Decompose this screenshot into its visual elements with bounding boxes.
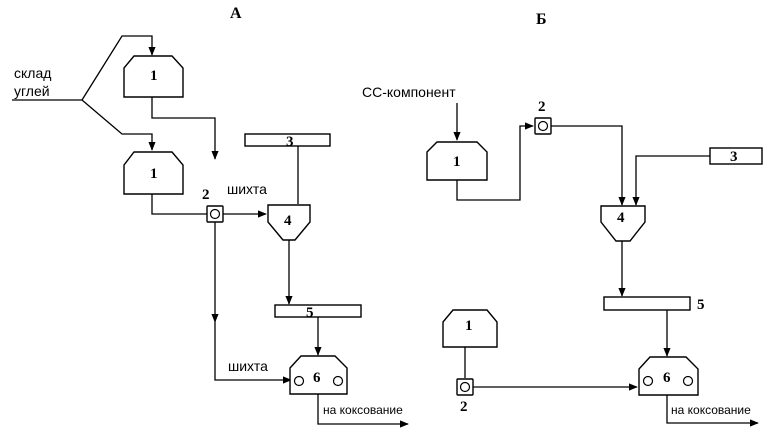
flow-bunker-top-to-mixer [151, 97, 219, 160]
feeder-b: 3 [709, 147, 763, 165]
conveyor-b-number: 5 [697, 297, 705, 313]
mixer-a: 2 [202, 187, 224, 223]
coke-battery-a-number: 6 [313, 370, 321, 386]
bunker-a-bottom-number: 1 [150, 166, 158, 182]
mix-label-upper: шихта [227, 181, 267, 197]
scheme-b: Б СС-компонент 1 2 3 4 [362, 11, 763, 427]
coal-storage-label-line2: углей [14, 83, 50, 99]
flow-battery-a-out [317, 394, 409, 428]
coal-storage-label-line1: склад [14, 65, 51, 81]
flow-bypass-to-battery [214, 322, 292, 384]
coking-output-label-a: на коксование [323, 403, 403, 417]
feeder-b-number: 3 [730, 149, 738, 165]
coke-battery-a: 6 [289, 355, 348, 395]
bunker-b-bottom: 1 [442, 309, 498, 348]
scheme-a-title: А [230, 5, 242, 22]
mixer-b-bottom: 2 [456, 378, 474, 415]
conveyor-b: 5 [603, 296, 705, 313]
coal-split-to-bunker-top [81, 35, 156, 101]
coke-battery-b: 6 [638, 356, 699, 396]
hopper-b-number: 4 [617, 210, 625, 226]
flow-bunker-b-to-mixer [456, 122, 534, 201]
flow-bunker-bottom-to-mixer [151, 194, 207, 215]
feeder-a-number: 3 [286, 134, 294, 150]
mixer-b-bottom-number: 2 [460, 399, 468, 415]
coke-battery-b-number: 6 [663, 370, 671, 386]
mixer-b-top-number: 2 [538, 99, 546, 115]
bunker-b-top-number: 1 [453, 154, 461, 170]
mixer-a-number: 2 [202, 187, 210, 203]
component-label: СС-компонент [362, 84, 456, 100]
bunker-b-top: 1 [426, 141, 488, 181]
bunker-a-bottom: 1 [123, 151, 184, 195]
scheme-a: А склад углей 1 1 2 шихта [12, 5, 409, 428]
flow-feeder-b-to-hopper [632, 155, 710, 206]
mix-label-lower: шихта [228, 358, 268, 374]
hopper-a: 4 [267, 204, 311, 241]
mixer-b-top: 2 [534, 99, 552, 135]
conveyor-a-number: 5 [306, 305, 314, 321]
coking-output-label-b: на коксование [671, 403, 751, 417]
hopper-b: 4 [600, 205, 646, 242]
bunker-a-top-number: 1 [150, 68, 158, 84]
coal-split-to-bunker-bottom [81, 99, 156, 151]
flow-battery-b-out [666, 395, 759, 427]
bunker-b-bottom-number: 1 [465, 318, 473, 334]
conveyor-a: 5 [274, 304, 362, 321]
flow-mixer-b-to-hopper [551, 125, 626, 206]
feeder-a: 3 [244, 133, 331, 150]
scheme-b-title: Б [536, 11, 547, 28]
hopper-a-number: 4 [284, 213, 292, 229]
bunker-a-top: 1 [123, 55, 184, 98]
